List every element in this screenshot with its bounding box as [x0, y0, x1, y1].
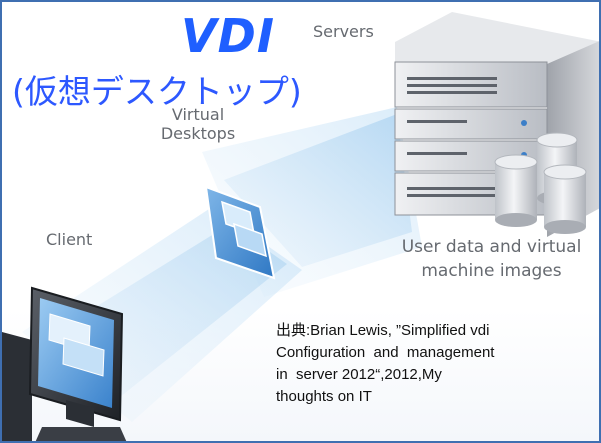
client-label: Client: [46, 230, 93, 249]
user-data-label: User data and virtual machine images: [384, 235, 599, 283]
source-credit-line1: 出典:Brian Lewis, ”Simplified vdi: [276, 322, 490, 339]
diagram-subtitle: (仮想デスクトップ): [12, 72, 302, 111]
source-credit: 出典:Brian Lewis, ”Simplified vdi Configur…: [276, 320, 576, 408]
server-rack-icon: [394, 12, 599, 237]
diagram-title: VDI: [181, 9, 275, 63]
user-data-label-line1: User data and virtual: [401, 237, 582, 257]
beam-server-core: [224, 114, 412, 267]
user-data-label-line2: machine images: [421, 261, 562, 281]
source-credit-line3: in server 2012“,2012,My: [276, 366, 442, 383]
virtual-desktops-label: Virtual Desktops: [156, 105, 240, 143]
servers-label: Servers: [313, 22, 374, 41]
source-credit-line4: thoughts on IT: [276, 388, 372, 405]
database-cylinders-icon: [494, 132, 587, 234]
source-credit-line2: Configuration and management: [276, 344, 495, 361]
virtual-desktops-label-line2: Desktops: [160, 124, 236, 143]
client-pc-icon: [2, 286, 127, 441]
virtual-desktops-label-line1: Virtual: [171, 105, 225, 124]
virtual-desktop-icon: [204, 185, 276, 280]
